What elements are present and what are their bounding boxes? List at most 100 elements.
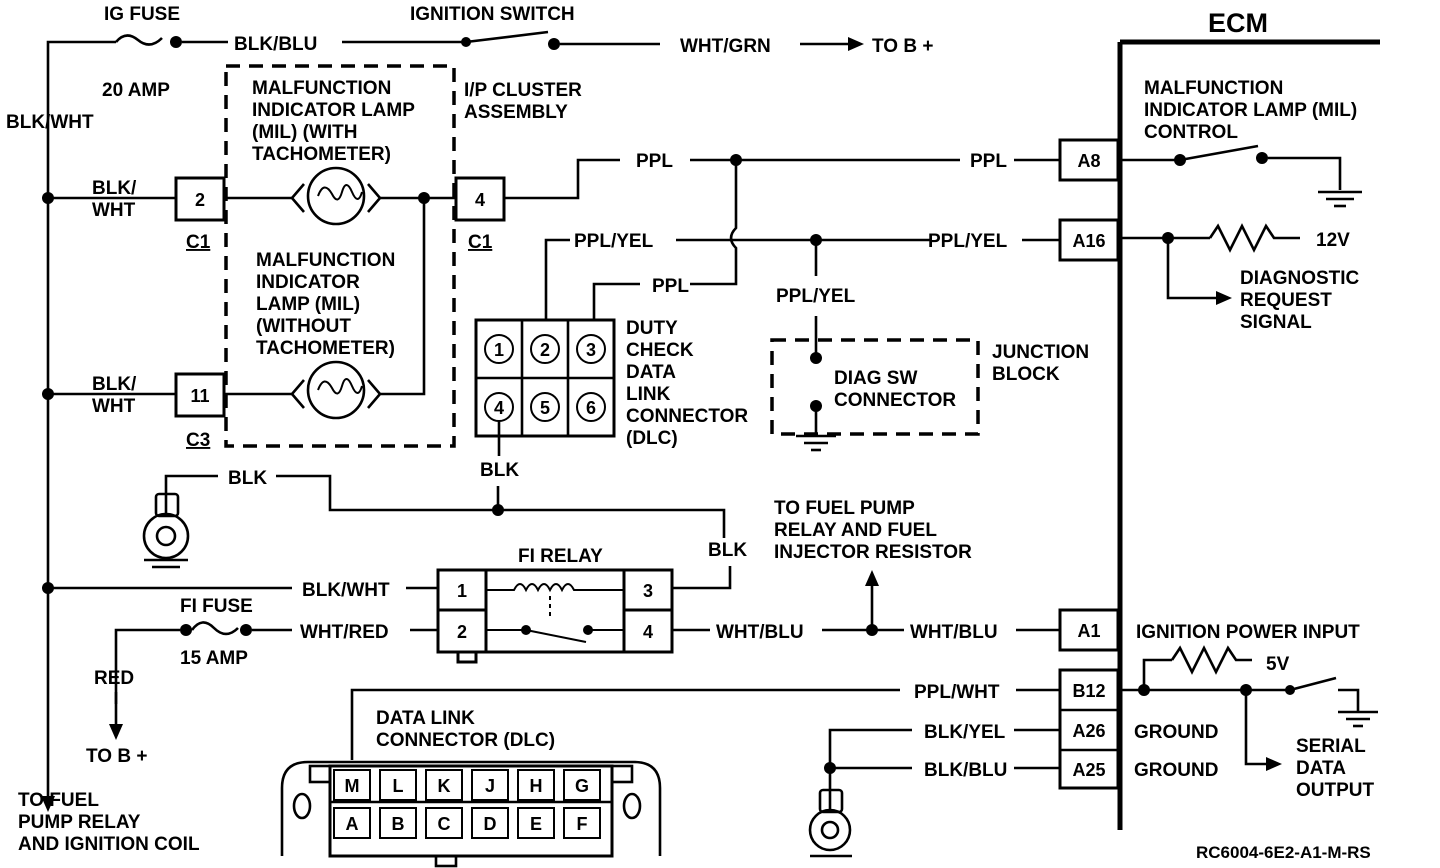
c3-pin-11 [174, 372, 226, 418]
mil-notach-line5: TACHOMETER) [256, 338, 395, 359]
lamp-bracket-right [367, 379, 381, 409]
ground-eyelet-icon [808, 808, 852, 852]
c1-pin-4 [454, 176, 506, 222]
to-fuel-pump-line2: PUMP RELAY [18, 812, 141, 833]
dlc12-pin-cell [471, 769, 509, 801]
ecm-pin-b12-label: B12 [1072, 681, 1105, 701]
dlc12-pin-cell [517, 807, 555, 839]
ground-eyelet-icon [142, 512, 190, 560]
ignition-switch-label: IGNITION SWITCH [410, 4, 575, 25]
dlc12-pin-b: B [392, 814, 405, 834]
diag-request-line2: REQUEST [1240, 290, 1332, 311]
to-fuel-relay-line3: INJECTOR RESISTOR [774, 542, 972, 563]
wire-label-ppl: PPL [636, 151, 673, 172]
fi-fuse-rating: 15 AMP [180, 648, 248, 669]
fi-relay-pin-3 [622, 568, 674, 612]
wire-segment [690, 160, 738, 286]
junction-block-line1: JUNCTION [992, 342, 1089, 363]
fi-relay-pin-4-label: 4 [643, 622, 653, 642]
dlc-label-line2: CONNECTOR (DLC) [376, 730, 555, 751]
dlc12-pin-cell [333, 769, 371, 801]
ground-label-a25: GROUND [1134, 760, 1218, 781]
ignition-switch-blade [465, 30, 549, 44]
dlc12-pin-cell [471, 807, 509, 839]
wire-label-blk-wht-main: BLK/WHT [6, 112, 94, 133]
dlc-label-line1: DATA LINK [376, 708, 475, 729]
wire-label-ppl: PPL [652, 276, 689, 297]
dlc12-pin-h: H [530, 776, 543, 796]
mil-control-line3: CONTROL [1144, 122, 1238, 143]
part-number: RC6004-6E2-A1-M-RS [1196, 843, 1371, 862]
ip-cluster-label-1: I/P CLUSTER [464, 80, 582, 101]
to-fuel-pump-line1: TO FUEL [18, 790, 99, 811]
to-b-plus-bottom: TO B + [86, 746, 147, 767]
mil-notach-line2: INDICATOR [256, 272, 360, 293]
wire-label-ppl-yel: PPL/YEL [928, 231, 1008, 252]
c1-pin-4-label: 4 [475, 190, 485, 210]
voltage-12v: 12V [1316, 230, 1350, 251]
splice-dot [42, 192, 54, 204]
fi-fuse-terminal [240, 624, 252, 636]
fi-relay-pin-2-label: 2 [457, 622, 467, 642]
pullup-resistor-icon [1208, 223, 1300, 253]
wire-segment [1244, 690, 1268, 766]
wire-label-blk: BLK [708, 540, 747, 561]
ignition-power-input: IGNITION POWER INPUT [1136, 622, 1360, 643]
ip-cluster-label-2: ASSEMBLY [464, 102, 568, 123]
wire-segment [114, 628, 180, 704]
dlc6-pin-5: 5 [540, 398, 550, 418]
lamp-bracket-left [291, 183, 305, 213]
arrow-head [109, 724, 123, 740]
dlc12-mount-hole-right [622, 792, 642, 820]
mil-lamp-notach-icon [306, 360, 366, 420]
fi-fuse-label: FI FUSE [180, 596, 253, 617]
ecm-pin-a16 [1058, 218, 1120, 262]
splice-dot [824, 762, 836, 774]
dlc12-pin-k: K [438, 776, 451, 796]
ground-eyelet-hole [155, 525, 177, 547]
dlc12-latch-right [610, 764, 634, 784]
c3-pin-11-label: 11 [190, 386, 209, 406]
dlc12-housing [280, 760, 662, 856]
wire-segment [1142, 658, 1172, 690]
mil-control-line2: INDICATOR LAMP (MIL) [1144, 100, 1357, 121]
dlc12-pin-c: C [438, 814, 451, 834]
c1-label-left: C1 [186, 232, 211, 253]
wire-segment [544, 238, 570, 324]
fi-fuse-symbol [190, 621, 239, 636]
dlc12-pin-cell [379, 807, 417, 839]
ip-cluster-boundary [224, 64, 456, 448]
ecm-pin-a1-label: A1 [1077, 621, 1100, 641]
c1-pin-2-label: 2 [195, 190, 205, 210]
ground-eyelet-hole [820, 820, 840, 840]
diag-sw-line2: CONNECTOR [834, 390, 956, 411]
wire-segment [350, 688, 900, 760]
dlc12-pin-cell [517, 769, 555, 801]
serial-data-line1: SERIAL [1296, 736, 1366, 757]
duty-check-line2: CHECK [626, 340, 694, 361]
dlc6-pin-6: 6 [586, 398, 596, 418]
splice-dot [42, 582, 54, 594]
wire-label-ppl-yel: PPL/YEL [776, 286, 856, 307]
relay-coil-icon [486, 583, 624, 593]
serial-data-line3: OUTPUT [1296, 780, 1375, 801]
wire-label-wht: WHT [92, 200, 136, 221]
dlc6-pin-3: 3 [586, 340, 596, 360]
dlc12-pin-cell [563, 807, 601, 839]
ecm-pin-a26-label: A26 [1072, 721, 1105, 741]
fi-relay-key [456, 650, 478, 664]
wire-segment [380, 198, 426, 396]
lamp-filament [317, 378, 363, 395]
wire-label-blk-yel: BLK/YEL [924, 722, 1006, 743]
main-feed-wire [46, 40, 116, 800]
dlc6-pin-4: 4 [494, 398, 504, 418]
wire-segment [504, 158, 620, 200]
dlc12-pin-f: F [577, 814, 588, 834]
arrow-head [1266, 757, 1282, 771]
wire-label-blk: BLK/ [92, 178, 137, 199]
mil-notach-line3: LAMP (MIL) [256, 294, 360, 315]
wire-label-wht-blu: WHT/BLU [910, 622, 998, 643]
c3-label: C3 [186, 430, 210, 451]
label-mask [930, 228, 1022, 254]
mil-tach-line4: TACHOMETER) [252, 144, 391, 165]
